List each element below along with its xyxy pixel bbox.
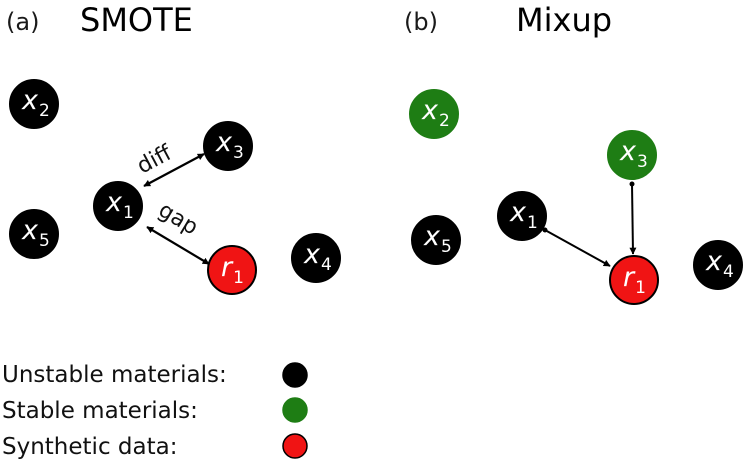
panel-b-label: (b): [404, 8, 438, 36]
legend-label-unstable: Unstable materials:: [2, 362, 227, 388]
node-x4-circle: [693, 240, 743, 290]
node-x5-circle: [411, 215, 461, 265]
legend-swatch-stable: [282, 397, 308, 423]
node-x2: x2: [9, 79, 59, 129]
node-x1-circle: [497, 191, 547, 241]
panel-b-title: Mixup: [516, 1, 612, 39]
node-r1-circle: [609, 255, 659, 305]
edge-label-diff: diff: [133, 140, 177, 179]
edge-x1-r1: [146, 226, 210, 265]
node-x4-label: x4: [705, 246, 734, 282]
node-r1-label: r1: [221, 252, 244, 288]
legend: Unstable materials: Stable materials: Sy…: [2, 362, 308, 460]
panel-b-edges: [542, 181, 637, 267]
node-x5: x5: [411, 215, 461, 265]
node-x2-label: x2: [21, 85, 50, 121]
panel-a-label: (a): [6, 8, 39, 36]
edge-x1-r1: [544, 229, 611, 267]
legend-swatch-synthetic: [282, 433, 308, 459]
edge-tail-dot: [542, 227, 548, 233]
edge-x1-x3: [143, 153, 205, 187]
node-x3-label: x3: [215, 127, 244, 163]
node-x1: x1: [93, 181, 143, 231]
edge-tail-dot: [629, 181, 635, 187]
node-x4-label: x4: [303, 239, 332, 275]
node-x5: x5: [9, 209, 59, 259]
panel-a-title: SMOTE: [80, 1, 193, 39]
node-x4: x4: [693, 240, 743, 290]
node-x4-circle: [291, 233, 341, 283]
node-x5-label: x5: [21, 215, 50, 251]
node-x1-circle: [93, 181, 143, 231]
node-x3-circle: [203, 121, 253, 171]
node-x2-circle: [9, 79, 59, 129]
node-r1: r1: [207, 245, 257, 295]
legend-label-synthetic: Synthetic data:: [2, 434, 177, 460]
node-r1-circle: [207, 245, 257, 295]
node-x4: x4: [291, 233, 341, 283]
node-x5-circle: [9, 209, 59, 259]
edge-label-gap: gap: [154, 198, 202, 241]
legend-swatch-unstable: [282, 362, 308, 388]
node-x1-label: x1: [509, 197, 538, 233]
edge-x3-r1: [629, 183, 637, 255]
node-x5-label: x5: [423, 221, 452, 257]
panel-b-nodes: x2 x3 x1 x5 r1 x4: [409, 89, 743, 305]
panel-a-nodes: x2 x3 x1 x5 r1 x4: [9, 79, 341, 295]
node-x3-circle: [607, 130, 657, 180]
node-x3: x3: [607, 130, 657, 180]
panel-a-edges: diff gap: [133, 140, 210, 265]
node-x2-circle: [409, 89, 459, 139]
node-x1: x1: [497, 191, 547, 241]
node-x3-label: x3: [619, 136, 648, 172]
node-r1: r1: [609, 255, 659, 305]
legend-label-stable: Stable materials:: [2, 398, 198, 424]
node-x2-label: x2: [421, 95, 450, 131]
node-x3: x3: [203, 121, 253, 171]
node-x1-label: x1: [105, 187, 134, 223]
node-x2: x2: [409, 89, 459, 139]
node-r1-label: r1: [623, 262, 646, 298]
